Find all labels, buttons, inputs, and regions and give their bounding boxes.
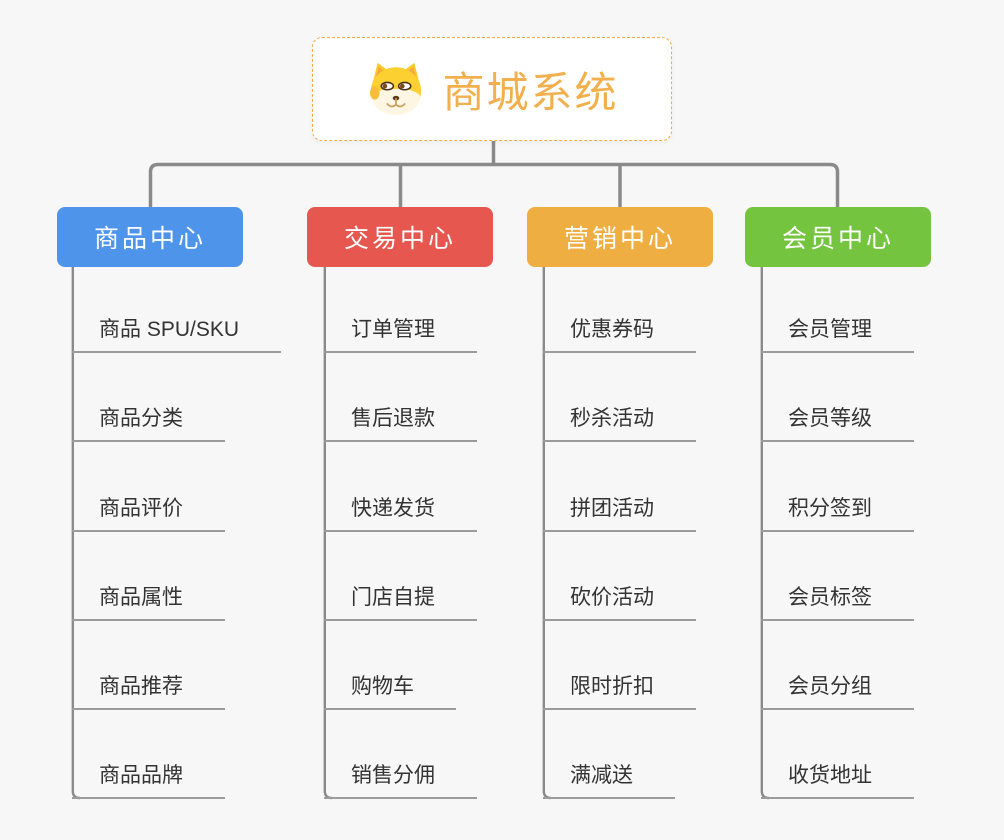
- leaf-node[interactable]: 订单管理: [324, 318, 477, 353]
- leaf-node[interactable]: 拼团活动: [543, 497, 696, 532]
- leaf-node[interactable]: 商品推荐: [72, 675, 225, 710]
- leaf-node[interactable]: 销售分佣: [324, 764, 477, 799]
- leaf-node[interactable]: 砍价活动: [543, 586, 696, 621]
- leaf-node[interactable]: 门店自提: [324, 586, 477, 621]
- leaf-node[interactable]: 购物车: [324, 675, 456, 710]
- leaf-node[interactable]: 积分签到: [761, 497, 914, 532]
- root-node[interactable]: 商城系统: [312, 37, 672, 141]
- leaf-node[interactable]: 会员标签: [761, 586, 914, 621]
- branch-header-member[interactable]: 会员中心: [745, 207, 931, 267]
- leaf-node[interactable]: 会员分组: [761, 675, 914, 710]
- leaf-node[interactable]: 商品分类: [72, 407, 225, 442]
- leaf-node[interactable]: 会员管理: [761, 318, 914, 353]
- branch-header-trade[interactable]: 交易中心: [307, 207, 493, 267]
- leaf-node[interactable]: 售后退款: [324, 407, 477, 442]
- leaf-node[interactable]: 收货地址: [761, 764, 914, 799]
- branch-header-product[interactable]: 商品中心: [57, 207, 243, 267]
- branch-header-marketing[interactable]: 营销中心: [527, 207, 713, 267]
- leaf-node[interactable]: 商品品牌: [72, 764, 225, 799]
- leaf-node[interactable]: 会员等级: [761, 407, 914, 442]
- shiba-dog-icon: [370, 62, 422, 115]
- leaf-node[interactable]: 商品评价: [72, 497, 225, 532]
- connector-top-bracket: [148, 162, 840, 208]
- root-title: 商城系统: [442, 68, 619, 116]
- leaf-node[interactable]: 快递发货: [324, 497, 477, 532]
- leaf-node[interactable]: 商品 SPU/SKU: [72, 318, 282, 353]
- leaf-node[interactable]: 满减送: [543, 764, 675, 799]
- leaf-node[interactable]: 优惠券码: [543, 318, 696, 353]
- leaf-node[interactable]: 秒杀活动: [543, 407, 696, 442]
- leaf-node[interactable]: 商品属性: [72, 586, 225, 621]
- leaf-node[interactable]: 限时折扣: [543, 675, 696, 710]
